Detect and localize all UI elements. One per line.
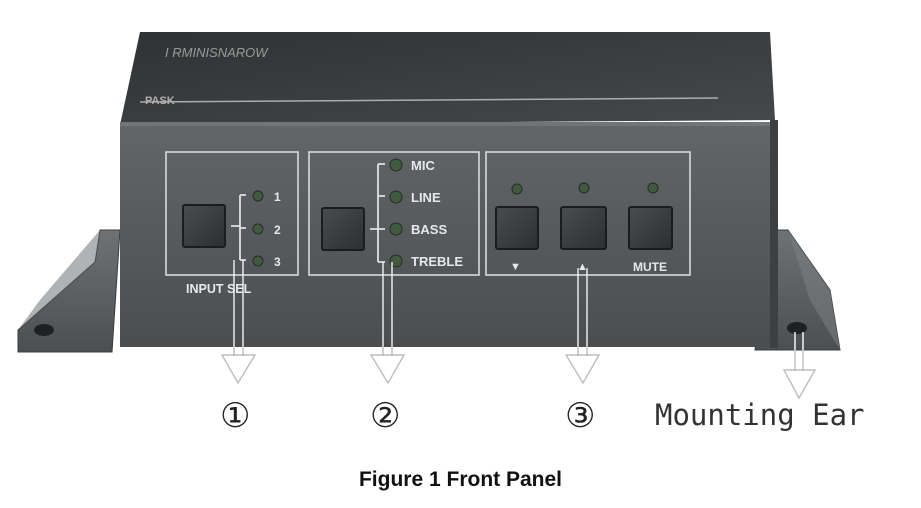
led-input-1 bbox=[252, 190, 264, 202]
led-label-mic: MIC bbox=[411, 158, 435, 173]
callout-arrow-2 bbox=[369, 262, 406, 385]
figure-caption: Figure 1 Front Panel bbox=[358, 468, 563, 491]
mode-select-button[interactable] bbox=[321, 207, 365, 251]
input-sel-button[interactable] bbox=[182, 204, 226, 248]
led-label-line: LINE bbox=[411, 190, 441, 205]
callout-arrow-1 bbox=[220, 260, 257, 385]
adjust-frame bbox=[485, 151, 691, 276]
led-up bbox=[578, 182, 590, 194]
led-label-bass: BASS bbox=[411, 222, 447, 237]
callout-number-2: ② bbox=[370, 396, 400, 436]
led-line bbox=[389, 190, 403, 204]
up-arrow-icon: ▲ bbox=[577, 261, 588, 273]
volume-down-button[interactable] bbox=[495, 206, 539, 250]
mute-label: MUTE bbox=[633, 260, 667, 274]
led-label-3: 3 bbox=[274, 255, 281, 269]
mode-select-section: MIC LINE BASS TREBLE bbox=[308, 151, 480, 276]
led-mic bbox=[389, 158, 403, 172]
led-mute bbox=[647, 182, 659, 194]
led-down bbox=[511, 183, 523, 195]
led-input-2 bbox=[252, 223, 264, 235]
adjust-section: ▼ ▲ MUTE bbox=[485, 151, 691, 276]
volume-up-button[interactable] bbox=[560, 206, 607, 250]
led-label-treble: TREBLE bbox=[411, 254, 463, 269]
top-print-2: PASK bbox=[145, 95, 175, 107]
led-input-3 bbox=[252, 255, 264, 267]
input-sel-frame bbox=[165, 151, 299, 276]
callout-arrow-3 bbox=[564, 268, 601, 385]
callout-number-1: ① bbox=[220, 396, 250, 436]
ear-hole-left bbox=[34, 324, 54, 336]
led-bass bbox=[389, 222, 403, 236]
mute-button[interactable] bbox=[628, 206, 673, 250]
mode-select-frame bbox=[308, 151, 480, 276]
mounting-ear-label: Mounting Ear bbox=[655, 398, 865, 432]
left-mounting-ear bbox=[17, 229, 121, 353]
input-sel-label: INPUT SEL bbox=[186, 282, 252, 296]
input-sel-section: 1 2 3 INPUT SEL bbox=[165, 151, 299, 296]
callout-number-3: ③ bbox=[565, 396, 595, 436]
callout-arrows bbox=[220, 260, 817, 400]
led-label-1: 1 bbox=[274, 190, 281, 204]
top-print-1: I RMINISNAROW bbox=[165, 45, 269, 60]
callout-arrow-shafts bbox=[233, 347, 804, 371]
down-arrow-icon: ▼ bbox=[510, 261, 521, 273]
led-treble bbox=[389, 254, 403, 268]
ear-hole-right bbox=[787, 322, 807, 334]
led-label-2: 2 bbox=[274, 223, 281, 237]
